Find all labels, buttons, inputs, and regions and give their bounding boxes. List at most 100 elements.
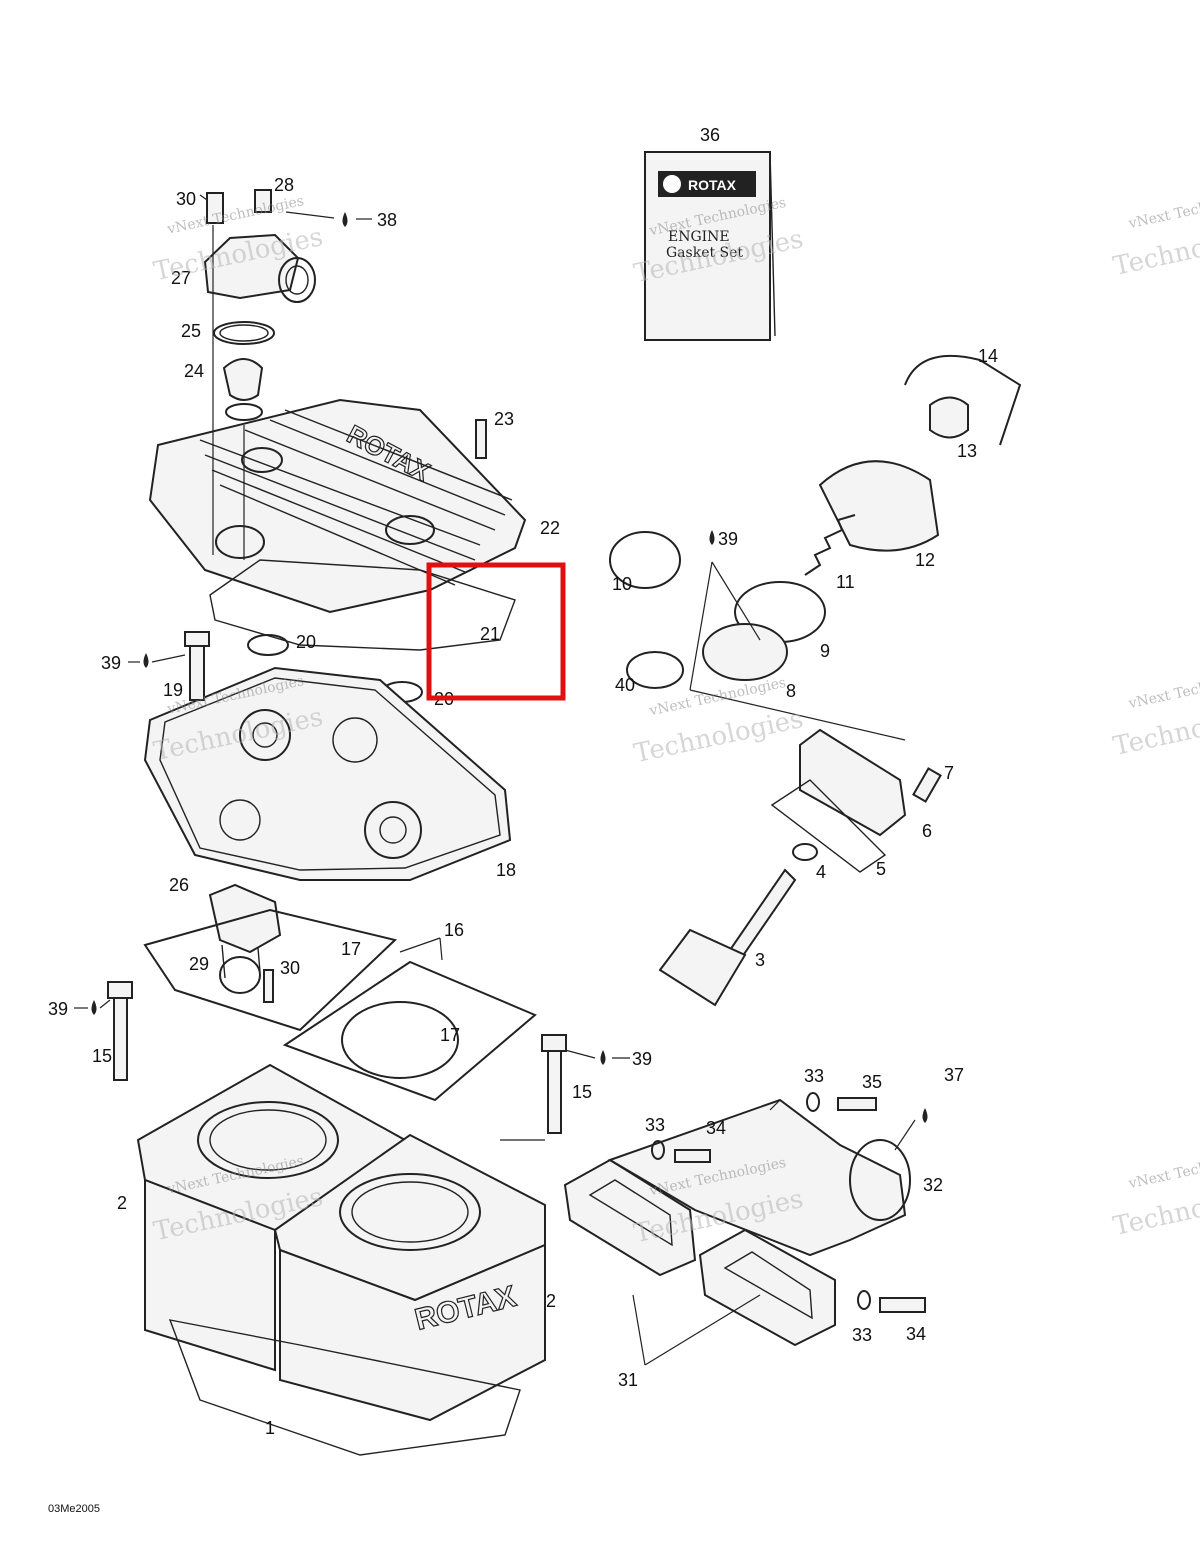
callout-28: 28 — [274, 175, 294, 195]
base-gasket-1 — [168, 1319, 521, 1456]
gasket-16-right — [282, 960, 537, 1102]
screw-30-icon — [206, 192, 224, 224]
bolt-19-icon — [189, 639, 205, 701]
callout-1: 1 — [265, 1418, 275, 1438]
o-ring-40-icon — [626, 651, 684, 689]
book-line-2: Gasket Set — [666, 245, 743, 261]
bolt-34b-icon — [879, 1297, 926, 1313]
callout-38: 38 — [377, 210, 397, 230]
callout-29: 29 — [189, 954, 209, 974]
screw-7-icon — [912, 767, 942, 803]
callout-18: 18 — [496, 860, 516, 880]
cylinder-right: ROTAX — [273, 1133, 546, 1422]
cylinder-head — [143, 666, 512, 881]
valve-stem-3-icon — [728, 868, 797, 962]
callout-32: 32 — [923, 1175, 943, 1195]
callout-23: 23 — [494, 409, 514, 429]
drop-39d-icon — [709, 530, 715, 545]
bolt-34a-icon — [674, 1149, 711, 1163]
callout-26: 26 — [169, 875, 189, 895]
bleed-screw-28-icon — [254, 189, 272, 213]
housing-6-icon — [799, 728, 907, 837]
callout-16: 16 — [444, 920, 464, 940]
exhaust-manifold — [563, 1092, 926, 1347]
callout-27: 27 — [171, 268, 191, 288]
callout-9: 9 — [820, 641, 830, 661]
callout-30b: 30 — [280, 958, 300, 978]
thermostat-icon — [222, 358, 264, 401]
callout-10: 10 — [612, 574, 632, 594]
callout-3: 3 — [755, 950, 765, 970]
callout-2a: 2 — [117, 1193, 127, 1213]
valve-blade-3-icon — [658, 928, 747, 1007]
leader-lines — [74, 194, 916, 1366]
callout-24: 24 — [184, 361, 204, 381]
spring-11-icon — [804, 514, 856, 576]
rave-valve-assembly — [609, 354, 1022, 1007]
callout-15a: 15 — [92, 1046, 112, 1066]
o-ring-20-icon — [247, 634, 289, 656]
drop-icons — [91, 212, 928, 1123]
callout-2b: 2 — [546, 1291, 556, 1311]
callout-11: 11 — [836, 572, 855, 592]
callout-39b: 39 — [48, 999, 68, 1019]
callout-39d: 39 — [718, 529, 738, 549]
watermark-text: vNext Technologies — [1126, 1147, 1200, 1192]
callout-8: 8 — [786, 681, 796, 701]
callout-15b: 15 — [572, 1082, 592, 1102]
callout-19: 19 — [163, 680, 183, 700]
washer-33a-icon — [806, 1092, 820, 1112]
water-elbow — [208, 883, 282, 1003]
drop-39c-icon — [600, 1050, 606, 1065]
watermark-text: vNext Technologies — [1126, 187, 1200, 232]
bolt-15-right-icon — [547, 1047, 562, 1134]
drop-39b-icon — [91, 1000, 97, 1015]
callout-25: 25 — [181, 321, 201, 341]
callout-labels: 1 2 2 3 4 5 6 7 8 9 10 11 12 13 14 15 15… — [48, 125, 998, 1438]
gasket-16-left — [143, 908, 398, 1032]
washer-33c-icon — [857, 1290, 871, 1310]
bolt-15-left-icon — [113, 994, 128, 1081]
rotax-logo-icon — [663, 175, 681, 193]
spring-clip-14-icon — [904, 354, 1022, 446]
piston-8-icon — [702, 623, 788, 681]
callout-20a: 20 — [296, 632, 316, 652]
book-brand: ROTAX — [688, 177, 737, 193]
callout-37: 37 — [944, 1065, 964, 1085]
cap-13-icon — [929, 396, 969, 439]
bolt-35-icon — [837, 1097, 877, 1111]
callout-39c: 39 — [632, 1049, 652, 1069]
callout-33a: 33 — [804, 1066, 824, 1086]
o-ring-17-icon — [341, 1001, 459, 1079]
callout-36: 36 — [700, 125, 720, 145]
callout-7: 7 — [944, 763, 954, 783]
callout-35: 35 — [862, 1072, 882, 1092]
drop-39a-icon — [143, 653, 149, 668]
watermark-text: vNext Technologies — [1126, 667, 1200, 712]
callout-39a: 39 — [101, 653, 121, 673]
o-ring-4-icon — [792, 843, 818, 861]
callout-33b: 33 — [645, 1115, 665, 1135]
highlight-box — [426, 562, 566, 701]
callout-6: 6 — [922, 821, 932, 841]
callout-22: 22 — [540, 518, 560, 538]
callout-4: 4 — [816, 862, 826, 882]
cylinder-head-cover: ROTAX — [148, 398, 527, 614]
callout-33c: 33 — [852, 1325, 872, 1345]
callout-40: 40 — [615, 675, 635, 695]
callout-17b: 17 — [440, 1025, 460, 1045]
cover-12-icon — [818, 460, 940, 552]
gasket-set-book: ROTAX ENGINE Gasket Set — [644, 151, 776, 341]
book-line-1: ENGINE — [668, 229, 730, 245]
callout-30a: 30 — [176, 189, 196, 209]
diagram-code: 03Me2005 — [48, 1503, 100, 1515]
callout-5: 5 — [876, 859, 886, 879]
callout-34a: 34 — [706, 1118, 726, 1138]
drop-38-icon — [342, 212, 348, 227]
callout-14: 14 — [978, 346, 998, 366]
callout-12: 12 — [915, 550, 935, 570]
callout-31: 31 — [618, 1370, 638, 1390]
drop-37-icon — [922, 1108, 928, 1123]
washer-33b-icon — [651, 1140, 665, 1160]
